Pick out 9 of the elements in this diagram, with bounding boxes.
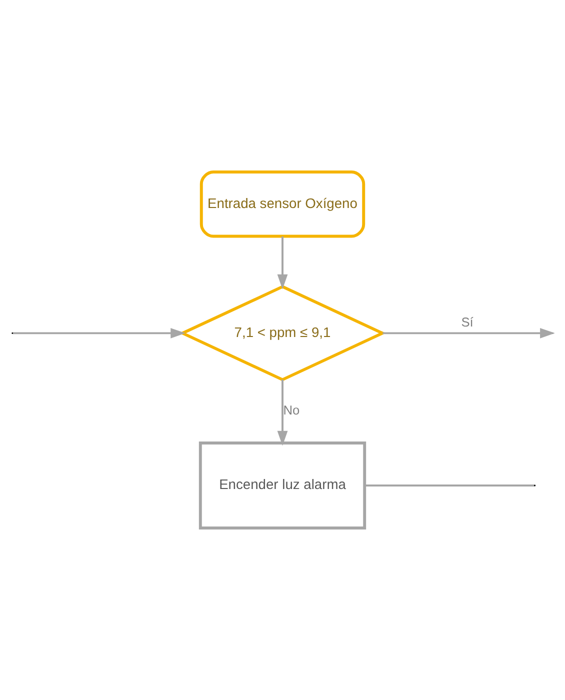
arrow [13,328,186,338]
node-diamond: 7,1 < ppm ≤ 9,1 [179,285,386,382]
edge-label: Sí [461,314,474,330]
arrow [277,236,288,290]
node-box: Encender luz alarma [198,442,366,530]
connector [364,484,534,486]
edge-label: No [283,402,300,418]
node-box: Entrada sensor Oxígeno [200,170,366,238]
arrow [277,380,288,446]
